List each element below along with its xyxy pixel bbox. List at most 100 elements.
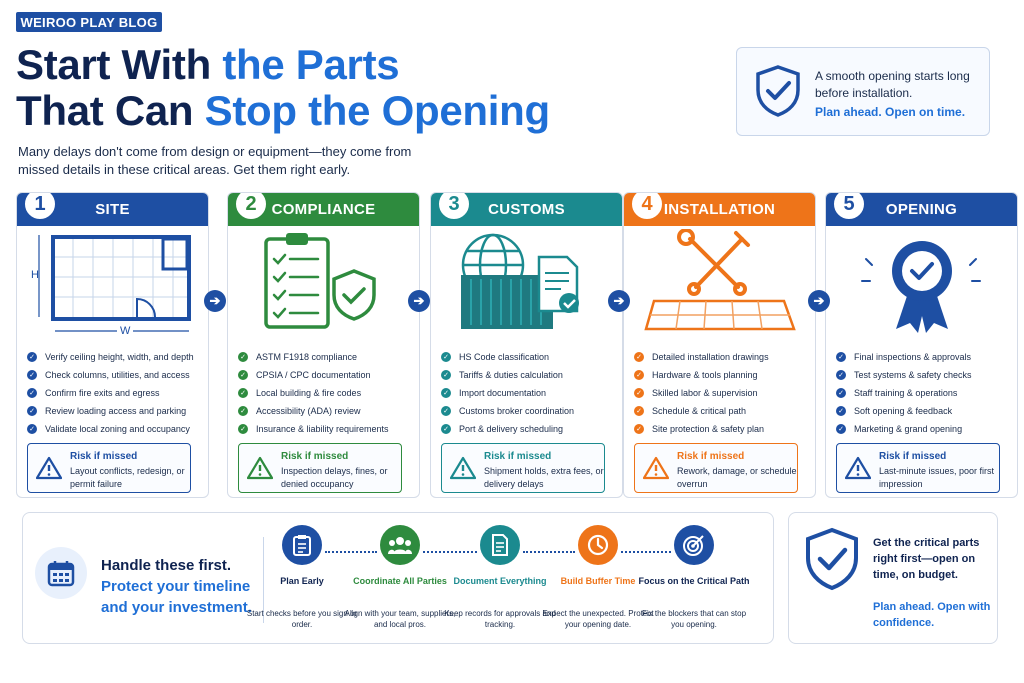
check-icon: ✓ (836, 424, 846, 434)
checklist-item: ✓Validate local zoning and occupancy (27, 420, 208, 438)
checklist-item-label: Site protection & safety plan (652, 424, 765, 434)
card-title: OPENING (885, 201, 958, 218)
checklist-item: ✓Soft opening & feedback (836, 402, 1017, 420)
checklist-item-label: Tariffs & duties calculation (459, 370, 563, 380)
closing-text: Get the critical parts right first—open … (873, 537, 980, 581)
checklist-item: ✓Review loading access and parking (27, 402, 208, 420)
shipping-container-icon (461, 233, 579, 329)
next-arrow-icon: ➔ (608, 290, 630, 312)
step-description: Expect the unexpected. Protect your open… (542, 609, 654, 629)
checklist-item-label: HS Code classification (459, 352, 550, 362)
checklist-item-label: ASTM F1918 compliance (256, 352, 358, 362)
clock-icon (578, 525, 618, 565)
checklist-item-label: Confirm fire exits and egress (45, 388, 160, 398)
checklist: ✓Verify ceiling height, width, and depth… (27, 348, 208, 438)
checklist-item: ✓Final inspections & approvals (836, 348, 1017, 366)
card-title: INSTALLATION (663, 201, 776, 218)
checklist: ✓Final inspections & approvals ✓ Test syst… (836, 348, 1017, 438)
strip-heading: Handle these first. Protect your timelin… (101, 555, 271, 618)
card-illustration (431, 229, 622, 339)
checklist-item-label: Import documentation (459, 388, 547, 398)
checklist: ✓HS Code classification✓Tariffs & duties… (441, 348, 622, 438)
step-1: Plan Early Start checks before you sign … (243, 525, 361, 630)
warning-icon (36, 456, 62, 480)
card-compliance: COMPLIANCE 2 ✓ASTM F1918 compliance✓CPSI… (227, 192, 420, 498)
title-line1-blue: the Parts (222, 41, 400, 88)
step-4: Build Buffer Time Expect the unexpected.… (539, 525, 657, 630)
divider (263, 537, 264, 623)
risk-body: Inspection delays, fines, or denied occu… (281, 466, 388, 489)
check-icon: ✓ (634, 370, 644, 380)
next-arrow-icon: ➔ (808, 290, 830, 312)
check-icon: ✓ (238, 406, 248, 416)
checklist-item: ✓ HS Code classification (441, 348, 622, 366)
risk-title: Risk if missed (677, 451, 745, 462)
tip-highlight: Plan ahead. Open on time. (815, 105, 966, 119)
checklist-item: ✓ Schedule & critical path (634, 402, 815, 420)
risk-title: Risk if missed (879, 451, 947, 462)
step-description: Align with your team, suppliers, and loc… (344, 609, 456, 629)
shield-check-icon (806, 527, 858, 591)
checklist-item: ✓Site protection & safety plan (634, 420, 815, 438)
checklist-item: ✓Port & delivery scheduling (441, 420, 622, 438)
check-icon: ✓ (238, 424, 248, 434)
checklist-item-label: Test systems & safety checks (854, 370, 972, 380)
step-title: Build Buffer Time (560, 576, 636, 586)
action-strip: Handle these first. Protect your timelin… (22, 512, 774, 644)
step-title: Focus on the Critical Path (638, 576, 750, 586)
team-icon (380, 525, 420, 565)
tip-box: A smooth opening starts long before inst… (736, 47, 990, 136)
risk-title: Risk if missed (281, 451, 349, 462)
checklist-item-label: Accessibility (ADA) review (256, 406, 361, 416)
checklist-item: ✓Tariffs & duties calculation (441, 366, 622, 384)
check-icon: ✓ (634, 406, 644, 416)
checklist-item-label: Local building & fire codes (256, 388, 362, 398)
check-icon: ✓ (836, 370, 846, 380)
page-subtitle: Many delays don't come from design or eq… (18, 144, 412, 177)
checklist-item-label: Staff training & operations (854, 388, 958, 398)
calendar-icon (47, 561, 75, 587)
check-icon: ✓ (634, 352, 644, 362)
step-description: Start checks before you sign or order. (246, 609, 358, 629)
checklist-item: ✓Staff training & operations (836, 384, 1017, 402)
checklist-item: ✓Skilled labor & supervision (634, 384, 815, 402)
connector-dots (423, 551, 477, 553)
card-illustration (228, 229, 419, 339)
checklist-item-label: Marketing & grand opening (854, 424, 963, 434)
step-title: Coordinate All Parties (353, 576, 447, 586)
check-icon: ✓ (634, 388, 644, 398)
checklist-item-label: Schedule & critical path (652, 406, 747, 416)
checklist-item: ✓CPSIA / CPC documentation (238, 366, 419, 384)
step-number: 3 (437, 193, 471, 221)
card-title: SITE (95, 201, 130, 218)
card-header: INSTALLATION (624, 193, 815, 226)
blog-badge: WEIROO PLAY BLOG (16, 12, 162, 32)
check-icon: ✓ (441, 352, 451, 362)
risk-title: Risk if missed (70, 451, 138, 462)
step-2: Coordinate All Parties Align with your t… (341, 525, 459, 630)
checklist: ✓ ASTM F1918 compliance ✓CPSIA / CPC docum… (238, 348, 419, 438)
warning-icon (643, 456, 669, 480)
risk-box: Risk if missed Layout conflicts, redesig… (27, 443, 191, 493)
card-opening: OPENING 5 ✓Final inspections & approvals… (825, 192, 1018, 498)
check-icon: ✓ (836, 406, 846, 416)
risk-box: Risk if missed Shipment holds, extra fee… (441, 443, 605, 493)
clipboard-icon (282, 525, 322, 565)
card-illustration (624, 228, 815, 339)
checklist-item-label: Insurance & liability requirements (256, 424, 389, 434)
checklist-item-label: Check columns, utilities, and access (45, 370, 190, 380)
strip-heading-blue: Protect your timeline and your investmen… (101, 578, 252, 616)
checklist-item-label: Detailed installation drawings (652, 352, 769, 362)
step-number: 2 (234, 193, 268, 221)
step-3: Document Everything Keep records for app… (441, 525, 559, 630)
check-icon: ✓ (441, 406, 451, 416)
step-title: Plan Early (280, 576, 324, 586)
warning-icon (247, 456, 273, 480)
step-title: Document Everything (453, 576, 547, 586)
closing-highlight: Plan ahead. Open with confidence. (873, 601, 991, 629)
card-installation: INSTALLATION 4 ✓Detailed installation dr… (623, 192, 816, 498)
check-icon: ✓ (441, 424, 451, 434)
check-icon: ✓ (441, 388, 451, 398)
